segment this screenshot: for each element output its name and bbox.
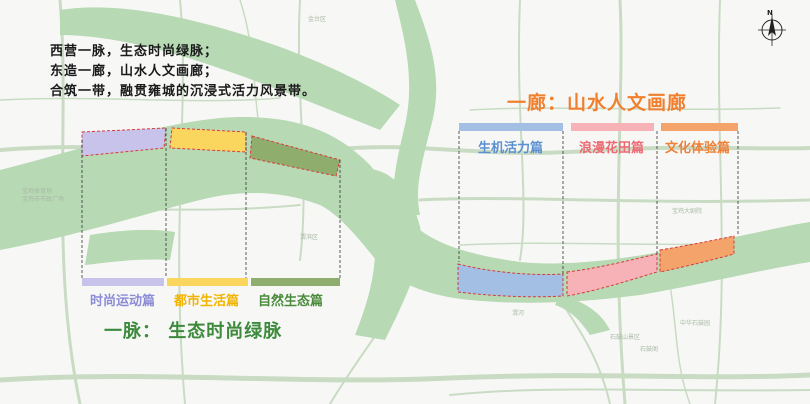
- vein-section-label-natural-ecology: 自然生态篇: [258, 294, 324, 309]
- corridor-band-2: [566, 253, 658, 297]
- weihe-river: [0, 0, 810, 340]
- vein-band-3: [249, 135, 341, 177]
- corridor-band-1: [457, 263, 564, 298]
- vein-bar-3: [251, 278, 340, 286]
- map-place-label: 石鼓阁: [640, 346, 659, 353]
- map-place-label: 中华石鼓园: [680, 320, 711, 327]
- vein-title: 一脉： 生态时尚绿脉: [104, 321, 283, 342]
- map-place-label: 渭河: [512, 310, 525, 317]
- corridor-bars: [459, 123, 738, 131]
- corridor-bar-2: [571, 123, 654, 131]
- vein-band-2: [169, 127, 247, 153]
- corridor-band-3: [659, 235, 735, 273]
- corridor-bands: [457, 235, 735, 298]
- compass-north-label: N: [767, 9, 773, 17]
- map-place-label: 金台区: [308, 16, 327, 23]
- corridor-section-label-flower-field: 浪漫花田篇: [579, 141, 645, 156]
- intro-line-3: 合筑一带，融贯雍城的沉浸式活力风景带。: [50, 84, 317, 99]
- corridor-section-label-vitality: 生机活力篇: [478, 141, 544, 156]
- vein-bar-2: [167, 278, 248, 286]
- map-place-label: 渭滨区: [300, 234, 319, 241]
- vein-bars: [82, 278, 340, 286]
- corridor-bar-1: [459, 123, 563, 131]
- corridor-section-label-culture: 文化体验篇: [665, 141, 731, 156]
- corridor-bar-3: [661, 123, 738, 131]
- compass-icon: [758, 14, 786, 46]
- map-place-label: 石鼓山景区: [610, 334, 641, 341]
- dashed-guide-lines: [81, 128, 739, 278]
- vein-bar-1: [82, 278, 164, 286]
- map-place-label: 宝鸡大剧院: [672, 208, 703, 215]
- vein-band-1: [81, 127, 167, 157]
- vein-bands: [81, 127, 341, 177]
- vein-section-label-urban-life: 都市生活篇: [174, 294, 240, 309]
- map-place-label: 宝鸡市市政广场: [22, 196, 65, 203]
- intro-line-2: 东造一廊，山水人文画廊；: [50, 64, 219, 79]
- intro-line-1: 西营一脉，生态时尚绿脉；: [50, 44, 219, 59]
- map-place-label: 宝鸡体育场: [22, 188, 53, 195]
- corridor-title: 一廊：山水人文画廊: [507, 92, 688, 114]
- vein-section-label-fashion-sports: 时尚运动篇: [90, 294, 156, 309]
